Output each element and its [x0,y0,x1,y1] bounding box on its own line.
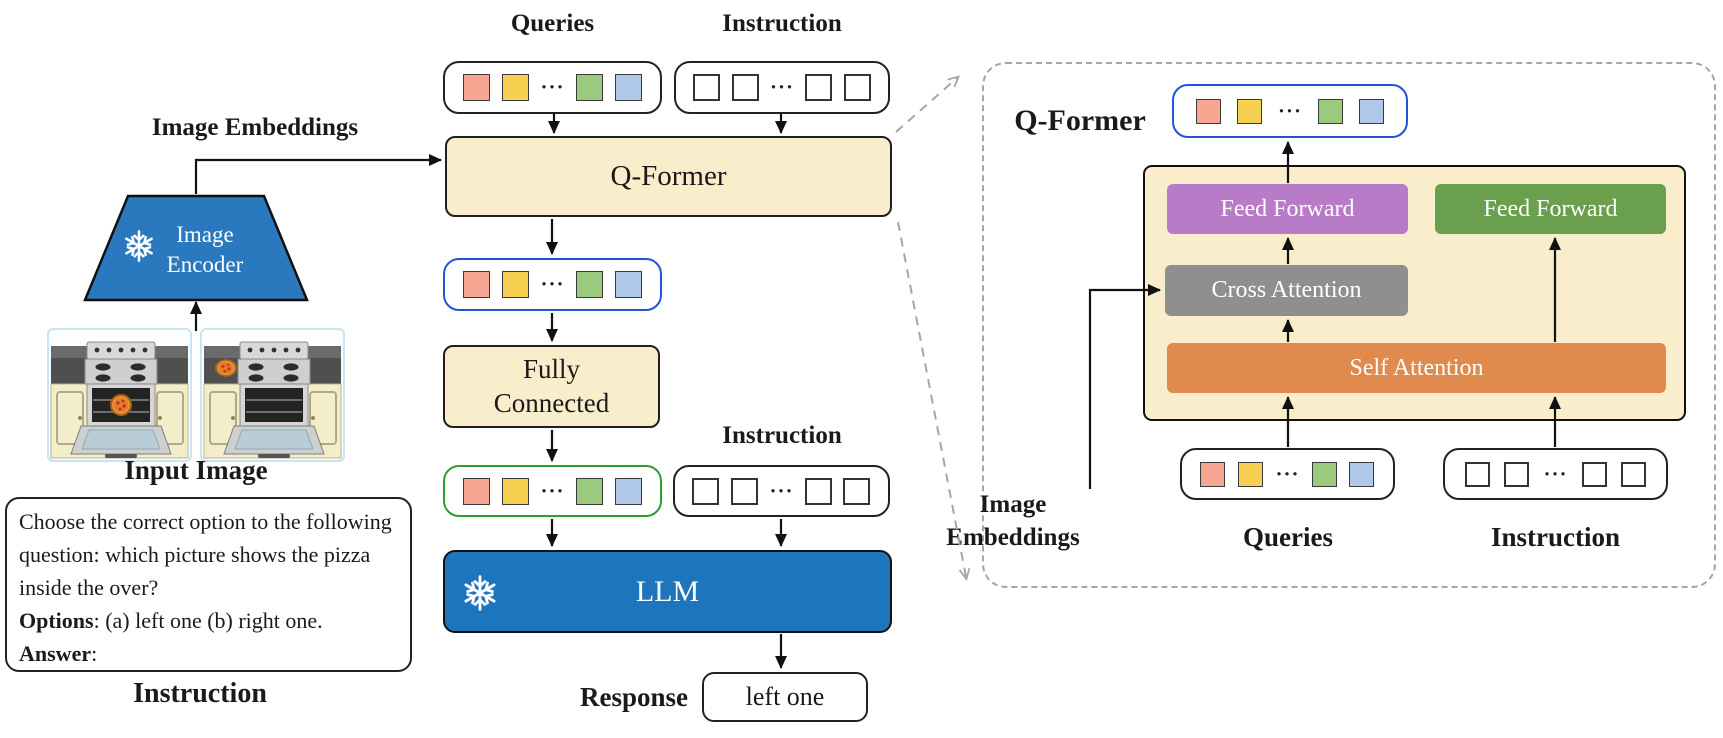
query-token-green [1317,98,1343,124]
input-image-right [200,328,345,462]
instruction-token [1504,461,1530,487]
options-label: Options [19,608,94,633]
query-token-green [576,477,604,505]
instruction-token [693,74,721,101]
instruction-token [730,477,758,505]
answer-label: Answer [19,641,92,666]
instruction-token [1465,461,1491,487]
instruction-caption-left: Instruction [133,678,267,709]
query-token-yellow [1237,461,1263,487]
instruction-label-mid: Instruction [722,422,842,449]
image-embeddings-label: Image Embeddings [151,114,359,141]
image-encoder-trapezoid [83,194,309,302]
query-token-blue [615,477,643,505]
instruction-token [1620,461,1646,487]
query-token-yellow [501,271,529,298]
fully-connected-box: Fully Connected [443,345,660,428]
qformer-box: Q-Former [445,136,892,217]
qformer-detail-title: Q-Former [1014,104,1146,137]
instruction-token [731,74,759,101]
response-label: Response [579,682,688,712]
image-embeddings-label-detail: Image Embeddings [946,491,1080,551]
ellipsis: ··· [1275,461,1300,486]
cross-attention-box: Cross Attention [1165,265,1408,316]
instruction-token-row-mid: ··· [673,465,890,517]
options-text: : (a) left one (b) right one. [93,608,323,633]
query-token-green [1311,461,1337,487]
query-token-yellow [501,74,529,101]
query-token-blue [615,74,643,101]
instruction-token-row-detail: ··· [1443,448,1668,500]
dashed-link-top [895,75,961,133]
ellipsis: ··· [540,75,565,99]
projected-token-row: ··· [443,465,662,517]
response-box: left one [702,672,868,722]
instruction-label-detail: Instruction [1490,522,1620,552]
instruction-token [1581,461,1607,487]
feed-forward-right-box: Feed Forward [1435,184,1666,234]
ellipsis: ··· [540,272,565,296]
query-token-red [1200,461,1226,487]
query-token-red [462,271,490,298]
query-token-red [462,477,490,505]
ellipsis: ··· [540,478,565,503]
query-token-blue [615,271,643,298]
query-token-red [1195,98,1221,124]
instruction-token [843,477,871,505]
ellipsis: ··· [769,75,794,99]
query-token-blue [1349,461,1375,487]
answer-text: : [91,641,98,666]
instruction-label-top: Instruction [722,10,842,37]
instruction-text-box: Choose the correct option to the followi… [5,497,412,672]
query-output-token-row-detail: ··· [1172,84,1408,138]
ellipsis: ··· [1543,461,1568,486]
query-token-green [576,74,604,101]
instruction-token [692,477,720,505]
query-token-green [576,271,604,298]
ellipsis: ··· [769,478,794,503]
instruction-token [843,74,871,101]
input-image-left [47,328,192,462]
input-image-label: Input Image [124,455,268,485]
ellipsis: ··· [1277,98,1302,123]
instruction-body-text: Choose the correct option to the followi… [19,509,392,600]
qformer-detail-panel [982,62,1716,588]
instruction-token [805,74,833,101]
instruction-token [804,477,832,505]
snowflake-icon [461,574,499,612]
query-output-token-row: ··· [443,258,662,311]
llm-box: LLM [443,550,892,633]
query-token-yellow [1236,98,1262,124]
queries-label-detail: Queries [1243,522,1333,552]
queries-token-row-detail: ··· [1180,448,1395,500]
query-token-yellow [501,477,529,505]
feed-forward-left-box: Feed Forward [1167,184,1408,234]
instruction-token-row-top: ··· [674,61,890,114]
self-attention-box: Self Attention [1167,343,1666,393]
queries-label-top: Queries [510,10,595,37]
query-token-blue [1358,98,1384,124]
queries-token-row: ··· [443,61,662,114]
arrow-embeddings-to-qformer [194,154,442,194]
query-token-red [462,74,490,101]
